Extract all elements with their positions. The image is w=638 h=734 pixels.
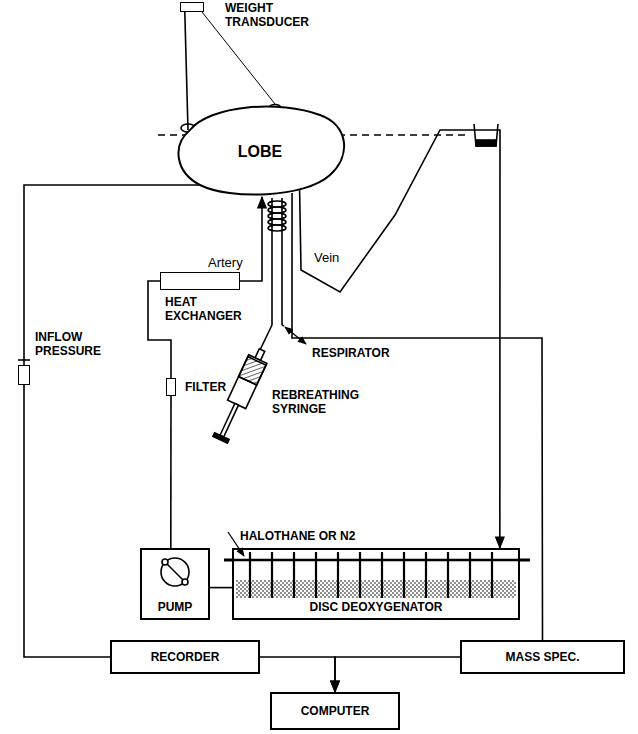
drawing-part	[182, 579, 188, 585]
disc	[447, 552, 449, 598]
drawing-part	[268, 219, 286, 225]
pump-rotor	[161, 558, 189, 586]
drawing-part	[281, 198, 283, 325]
drawing-part	[224, 559, 232, 562]
vessel-label: Vein	[312, 250, 341, 265]
lung-lobe: LOBE	[170, 100, 350, 200]
connector	[24, 385, 110, 657]
mass-spectrometer-box: MASS SPEC.	[460, 640, 625, 674]
drawing-part	[268, 225, 286, 231]
drawing-part	[18, 12, 530, 598]
disc	[293, 552, 295, 598]
connector	[185, 12, 188, 130]
connector	[260, 657, 335, 692]
disc	[425, 552, 427, 598]
connector	[170, 396, 172, 548]
disc	[403, 552, 405, 598]
venous-reservoir	[474, 124, 498, 146]
part-label: HALOTHANE OR N2	[240, 529, 400, 543]
box-label: COMPUTER	[301, 704, 370, 718]
disc	[491, 552, 493, 598]
part-label: WEIGHT TRANSDUCER	[225, 1, 335, 29]
disc	[469, 552, 471, 598]
rebreathing-syringe	[211, 346, 271, 444]
connector	[292, 193, 543, 640]
pump-box: PUMP	[140, 548, 210, 620]
connector	[300, 130, 500, 548]
drawing-part	[268, 207, 286, 213]
disc	[359, 552, 361, 598]
heat-exchanger: HEAT EXCHANGER	[160, 272, 240, 290]
drawing-part	[520, 559, 530, 562]
computer-box: COMPUTER	[270, 692, 400, 730]
drawing-part	[220, 404, 238, 437]
drawing-part	[239, 377, 257, 385]
drawing-part	[236, 580, 516, 598]
filter: FILTER	[166, 378, 176, 396]
pressure-transducer: INFLOW PRESSURE	[18, 365, 30, 385]
drawing-part	[213, 433, 229, 443]
drawing-part	[162, 559, 168, 565]
weight-transducer: WEIGHT TRANSDUCER	[180, 2, 204, 12]
part-label: REBREATHING SYRINGE	[272, 388, 372, 416]
drawing-part	[474, 124, 498, 146]
drawing-part	[271, 198, 273, 325]
drawing-part	[161, 558, 189, 586]
box-label: MASS SPEC.	[505, 650, 579, 664]
disc	[337, 552, 339, 598]
box-label: DISC DEOXYGENATOR	[310, 600, 443, 614]
drawing-part	[165, 562, 185, 582]
part-label: RESPIRATOR	[312, 346, 422, 360]
connector	[210, 587, 232, 589]
part-label: HEAT EXCHANGER	[165, 295, 245, 323]
box-label: PUMP	[158, 600, 193, 614]
vessel-label: Artery	[206, 255, 245, 270]
drawing-part	[260, 325, 272, 350]
drawing-part	[228, 355, 267, 409]
drawing-part	[476, 140, 496, 146]
drawing-part	[268, 213, 286, 219]
deoxygenator-discs	[224, 552, 530, 598]
part-label: INFLOW PRESSURE	[35, 330, 115, 358]
recorder-box: RECORDER	[110, 640, 260, 674]
drawing-part	[239, 357, 266, 385]
deoxygenator-box: DISC DEOXYGENATOR	[232, 548, 520, 620]
disc	[249, 552, 251, 598]
disc	[271, 552, 273, 598]
part-label: FILTER	[185, 380, 245, 394]
drawing-part	[282, 325, 284, 326]
trachea	[260, 198, 286, 350]
drawing-part	[232, 559, 520, 562]
box-label: LOBE	[170, 143, 350, 161]
disc	[381, 552, 383, 598]
drawing-part	[268, 201, 286, 207]
disc	[315, 552, 317, 598]
respirator-arrow	[285, 327, 306, 344]
connector	[335, 657, 460, 692]
box-label: RECORDER	[151, 650, 220, 664]
